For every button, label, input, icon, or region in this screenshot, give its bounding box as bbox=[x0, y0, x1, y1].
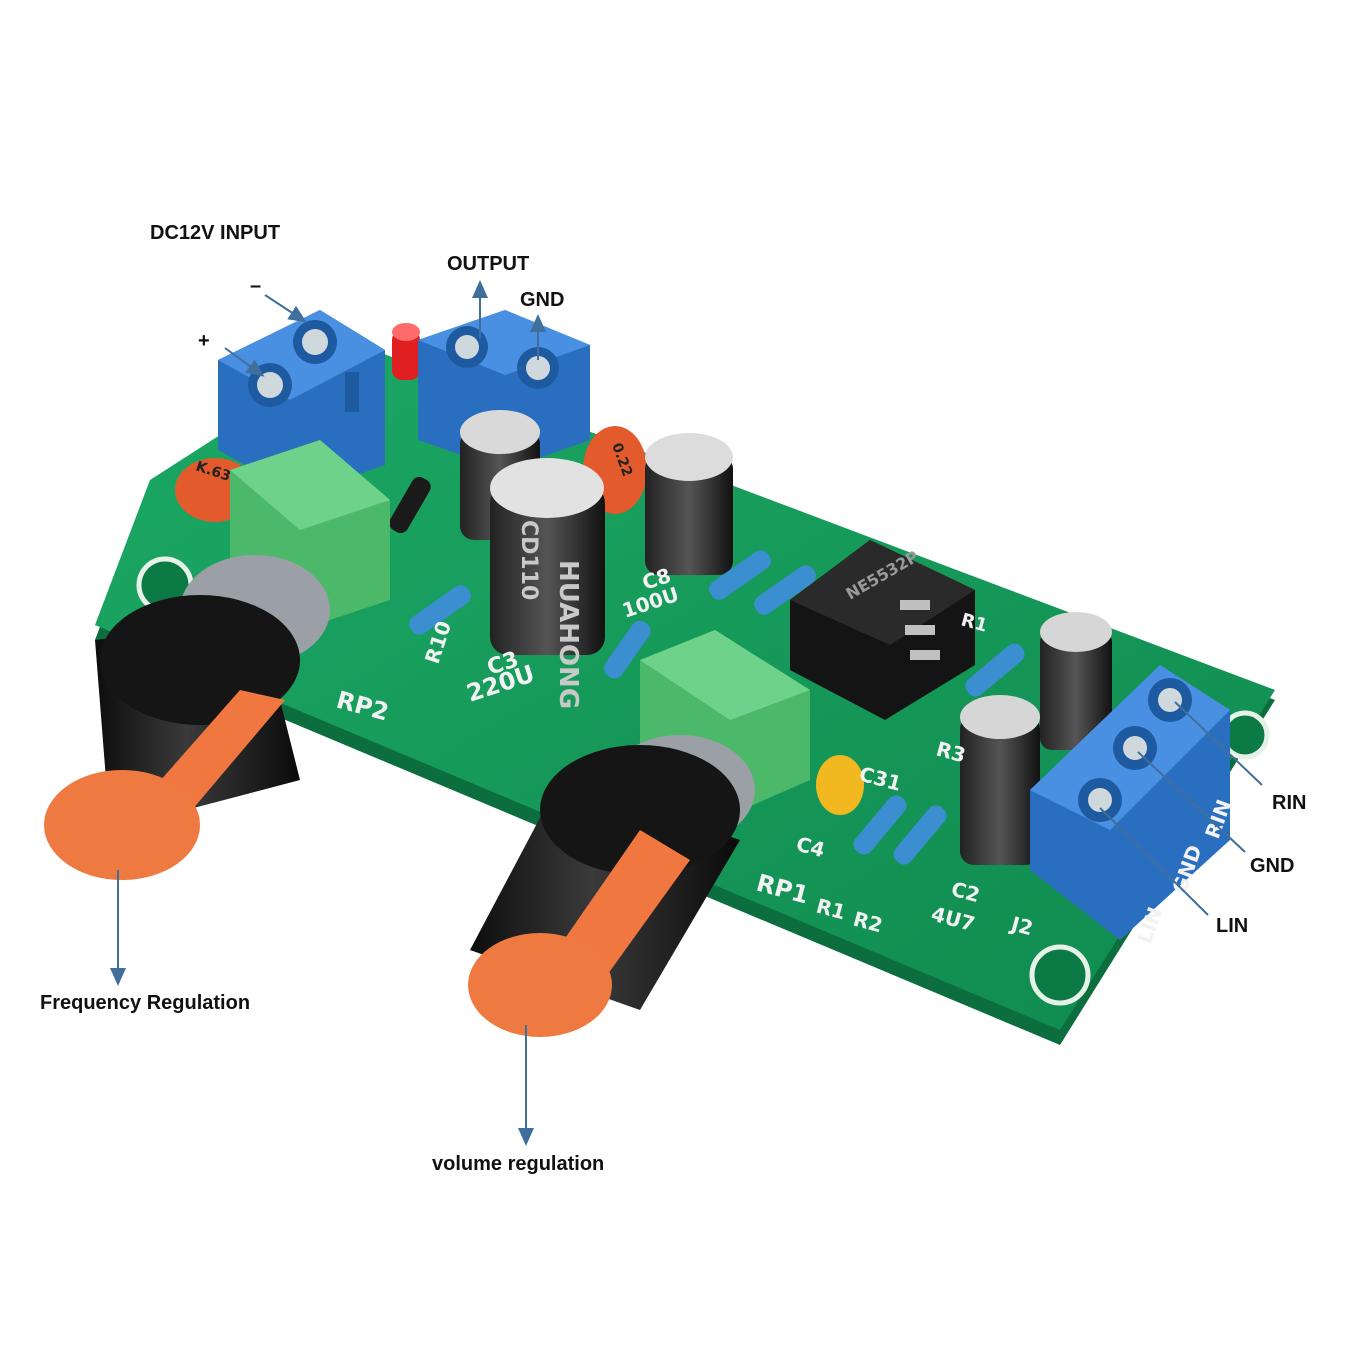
label-volume-regulation: volume regulation bbox=[432, 1153, 605, 1175]
label-plus: + bbox=[198, 330, 210, 352]
label-lin: LIN bbox=[1216, 915, 1249, 937]
arrow-lin bbox=[1099, 807, 1209, 916]
label-output: OUTPUT bbox=[447, 253, 530, 275]
callout-arrows bbox=[110, 280, 1263, 1146]
arrow-minus bbox=[264, 294, 307, 323]
capacitor-series-text: CD110 bbox=[516, 520, 541, 600]
mounting-hole bbox=[1029, 944, 1091, 1006]
op-amp-chip: NE5532P bbox=[790, 540, 975, 720]
ceramic-capacitor bbox=[816, 755, 864, 815]
resistor bbox=[853, 795, 907, 855]
label-frequency-regulation: Frequency Regulation bbox=[40, 992, 251, 1014]
resistor bbox=[603, 620, 651, 679]
resistor bbox=[754, 565, 816, 615]
capacitor-brand-text: HUAHONG bbox=[553, 560, 583, 709]
arrow-plus bbox=[224, 347, 265, 377]
resistor bbox=[409, 585, 471, 635]
volume-knob[interactable] bbox=[468, 745, 740, 1037]
power-led bbox=[392, 323, 420, 380]
resistor bbox=[893, 805, 947, 865]
frequency-knob[interactable] bbox=[44, 595, 300, 880]
label-gnd-right: GND bbox=[1250, 855, 1295, 877]
label-rin: RIN bbox=[1272, 792, 1307, 814]
label-gnd-top: GND bbox=[520, 289, 565, 311]
resistor bbox=[965, 643, 1025, 697]
resistor bbox=[709, 550, 771, 600]
arrow-rin bbox=[1174, 701, 1263, 786]
electrolytic-capacitor-c3: HUAHONG CD110 bbox=[490, 458, 605, 709]
arrow-gnd-right bbox=[1137, 751, 1246, 853]
electrolytic-capacitor-c2 bbox=[960, 695, 1040, 865]
label-dc-input: DC12V INPUT bbox=[150, 222, 281, 244]
electrolytic-capacitor bbox=[1040, 612, 1112, 750]
label-minus: – bbox=[250, 275, 262, 297]
diode bbox=[389, 476, 431, 534]
electrolytic-capacitor-c8 bbox=[645, 433, 733, 575]
